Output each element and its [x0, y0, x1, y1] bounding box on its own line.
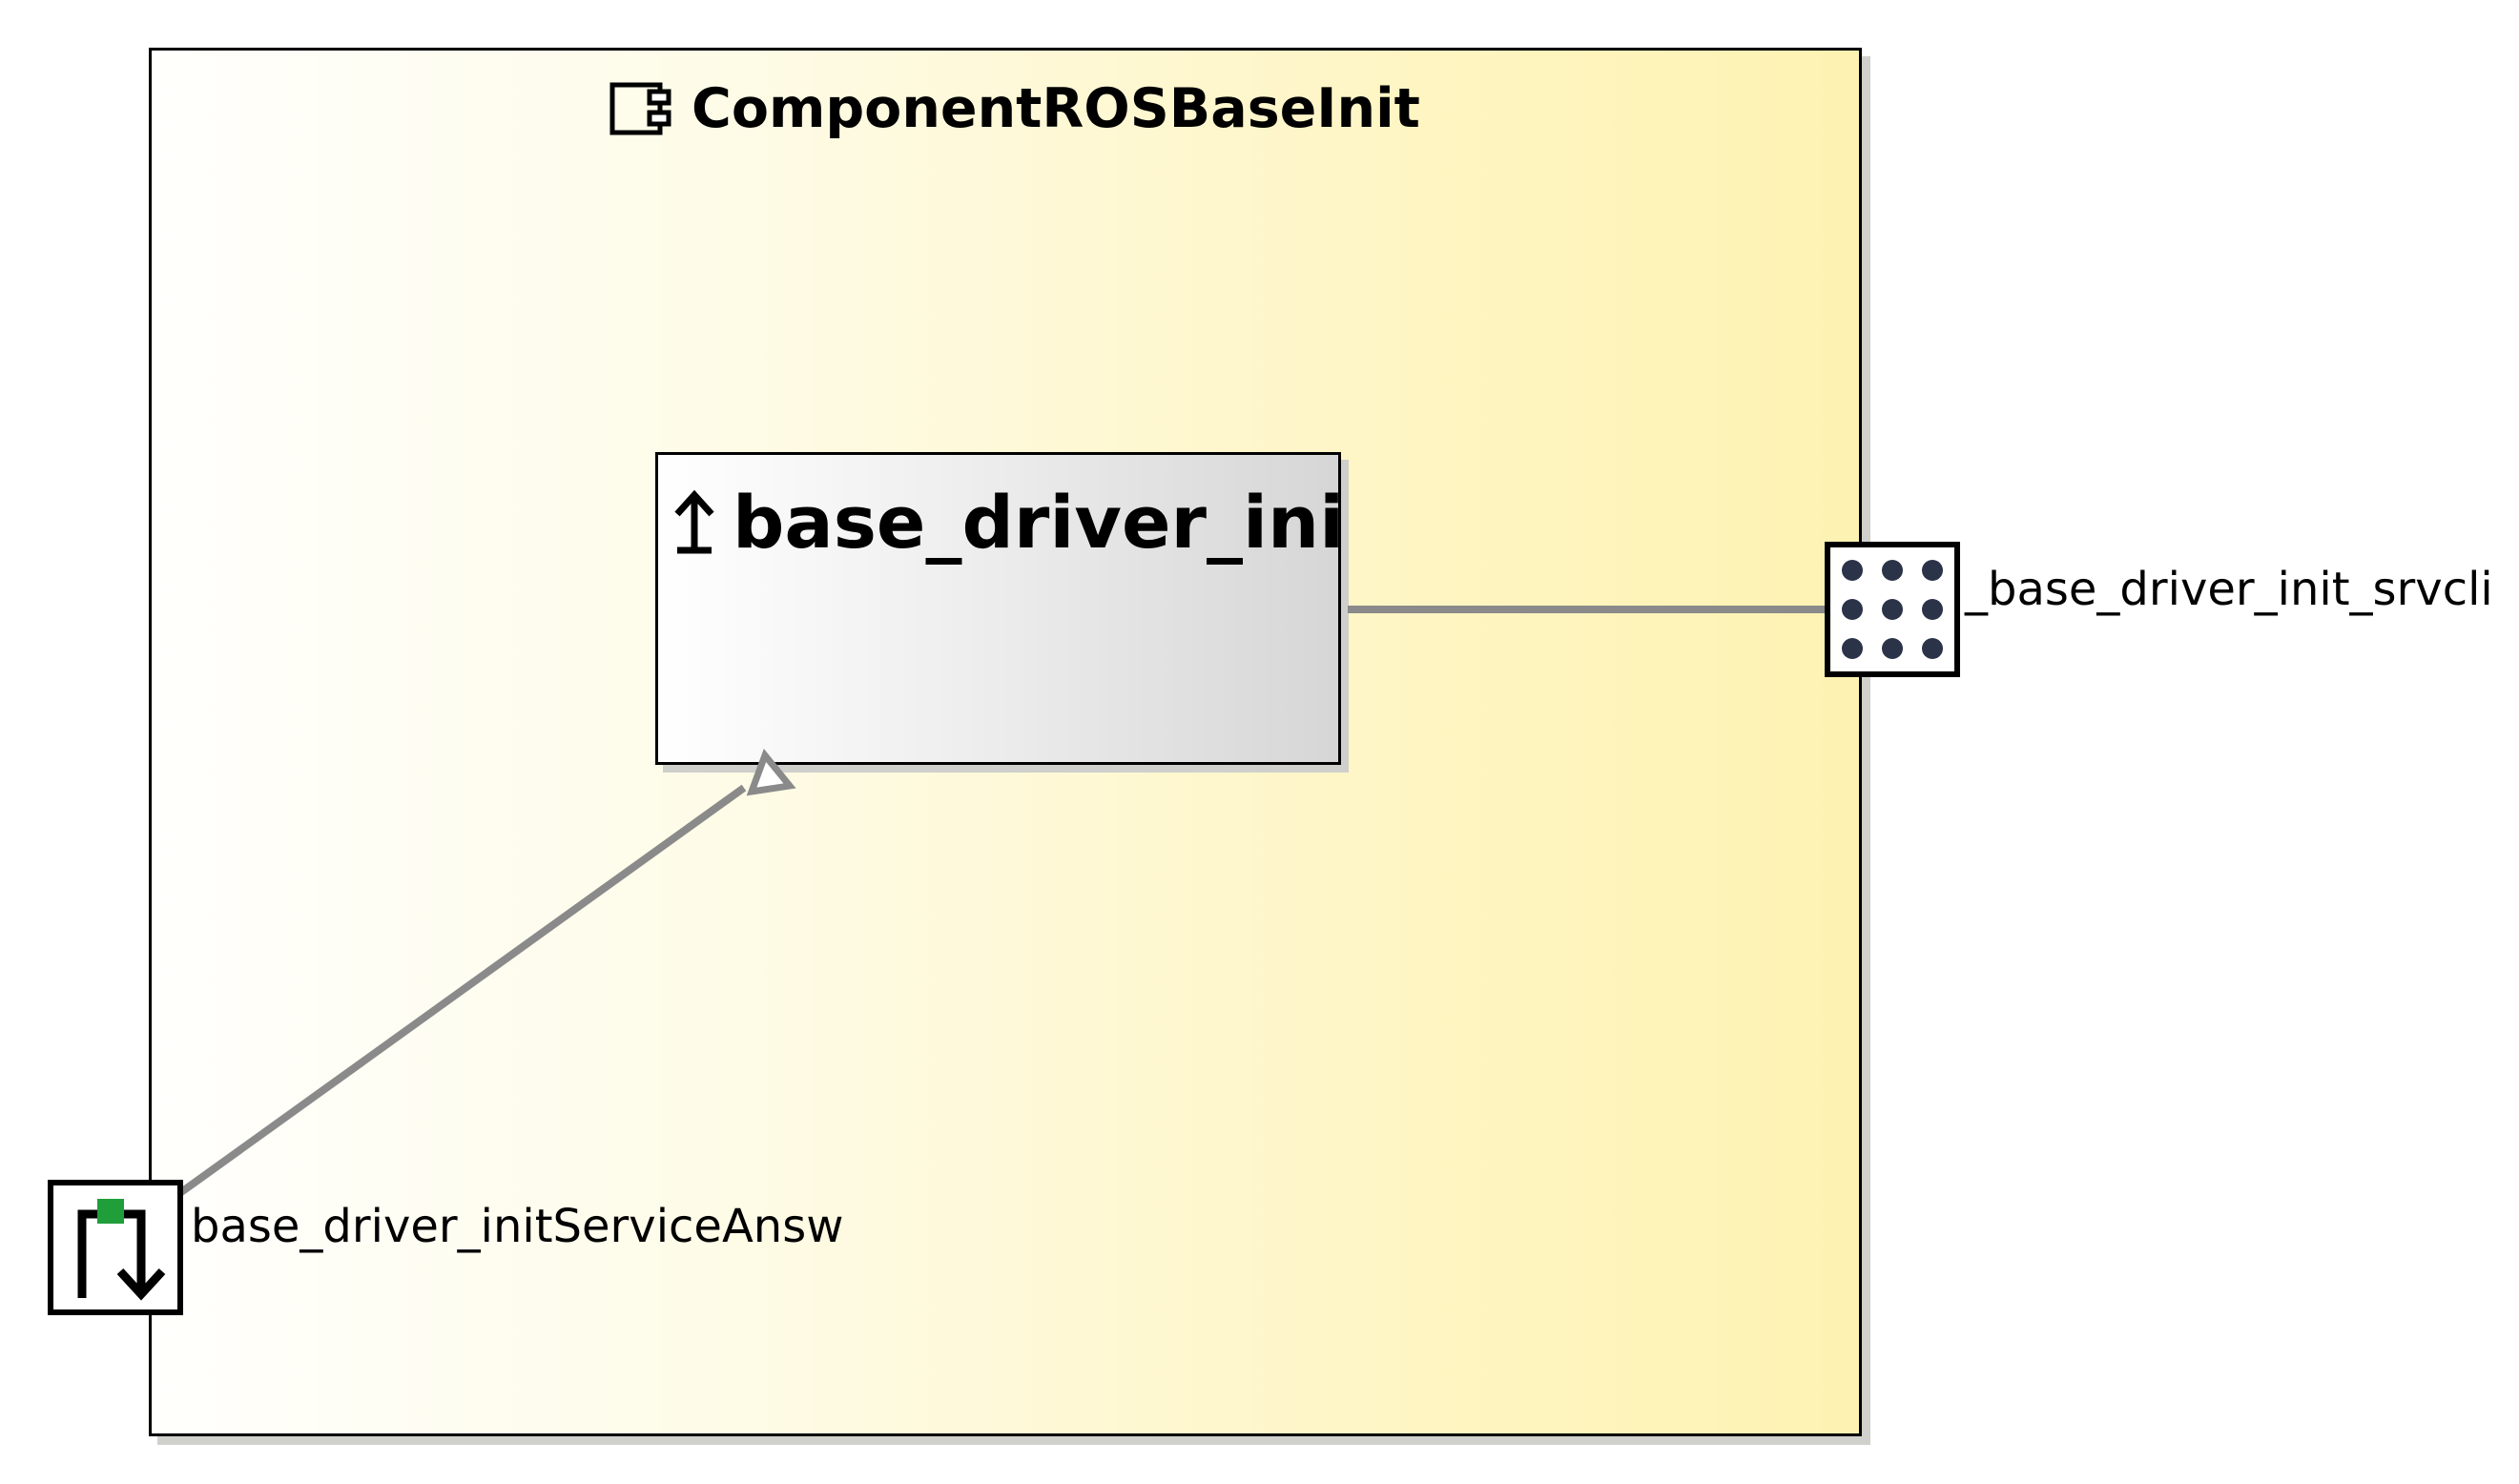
- dot-grid-icon: [1842, 560, 1943, 659]
- activity-box[interactable]: base_driver_init: [655, 452, 1341, 765]
- client-port-label: _base_driver_init_srvcli: [1965, 563, 2493, 616]
- service-answer-icon: [77, 1199, 166, 1301]
- answer-port[interactable]: [48, 1180, 183, 1315]
- component-header: ComponentROSBaseInit: [609, 77, 1420, 140]
- component-icon: [609, 82, 671, 135]
- answer-port-label: base_driver_initServiceAnsw: [191, 1200, 844, 1253]
- activity-title: base_driver_init: [733, 480, 1341, 565]
- component-title: ComponentROSBaseInit: [692, 77, 1420, 140]
- component-box[interactable]: ComponentROSBaseInit: [149, 48, 1862, 1436]
- upload-arrow-icon: [674, 489, 714, 553]
- client-port[interactable]: [1825, 542, 1960, 677]
- activity-header: base_driver_init: [671, 480, 1341, 565]
